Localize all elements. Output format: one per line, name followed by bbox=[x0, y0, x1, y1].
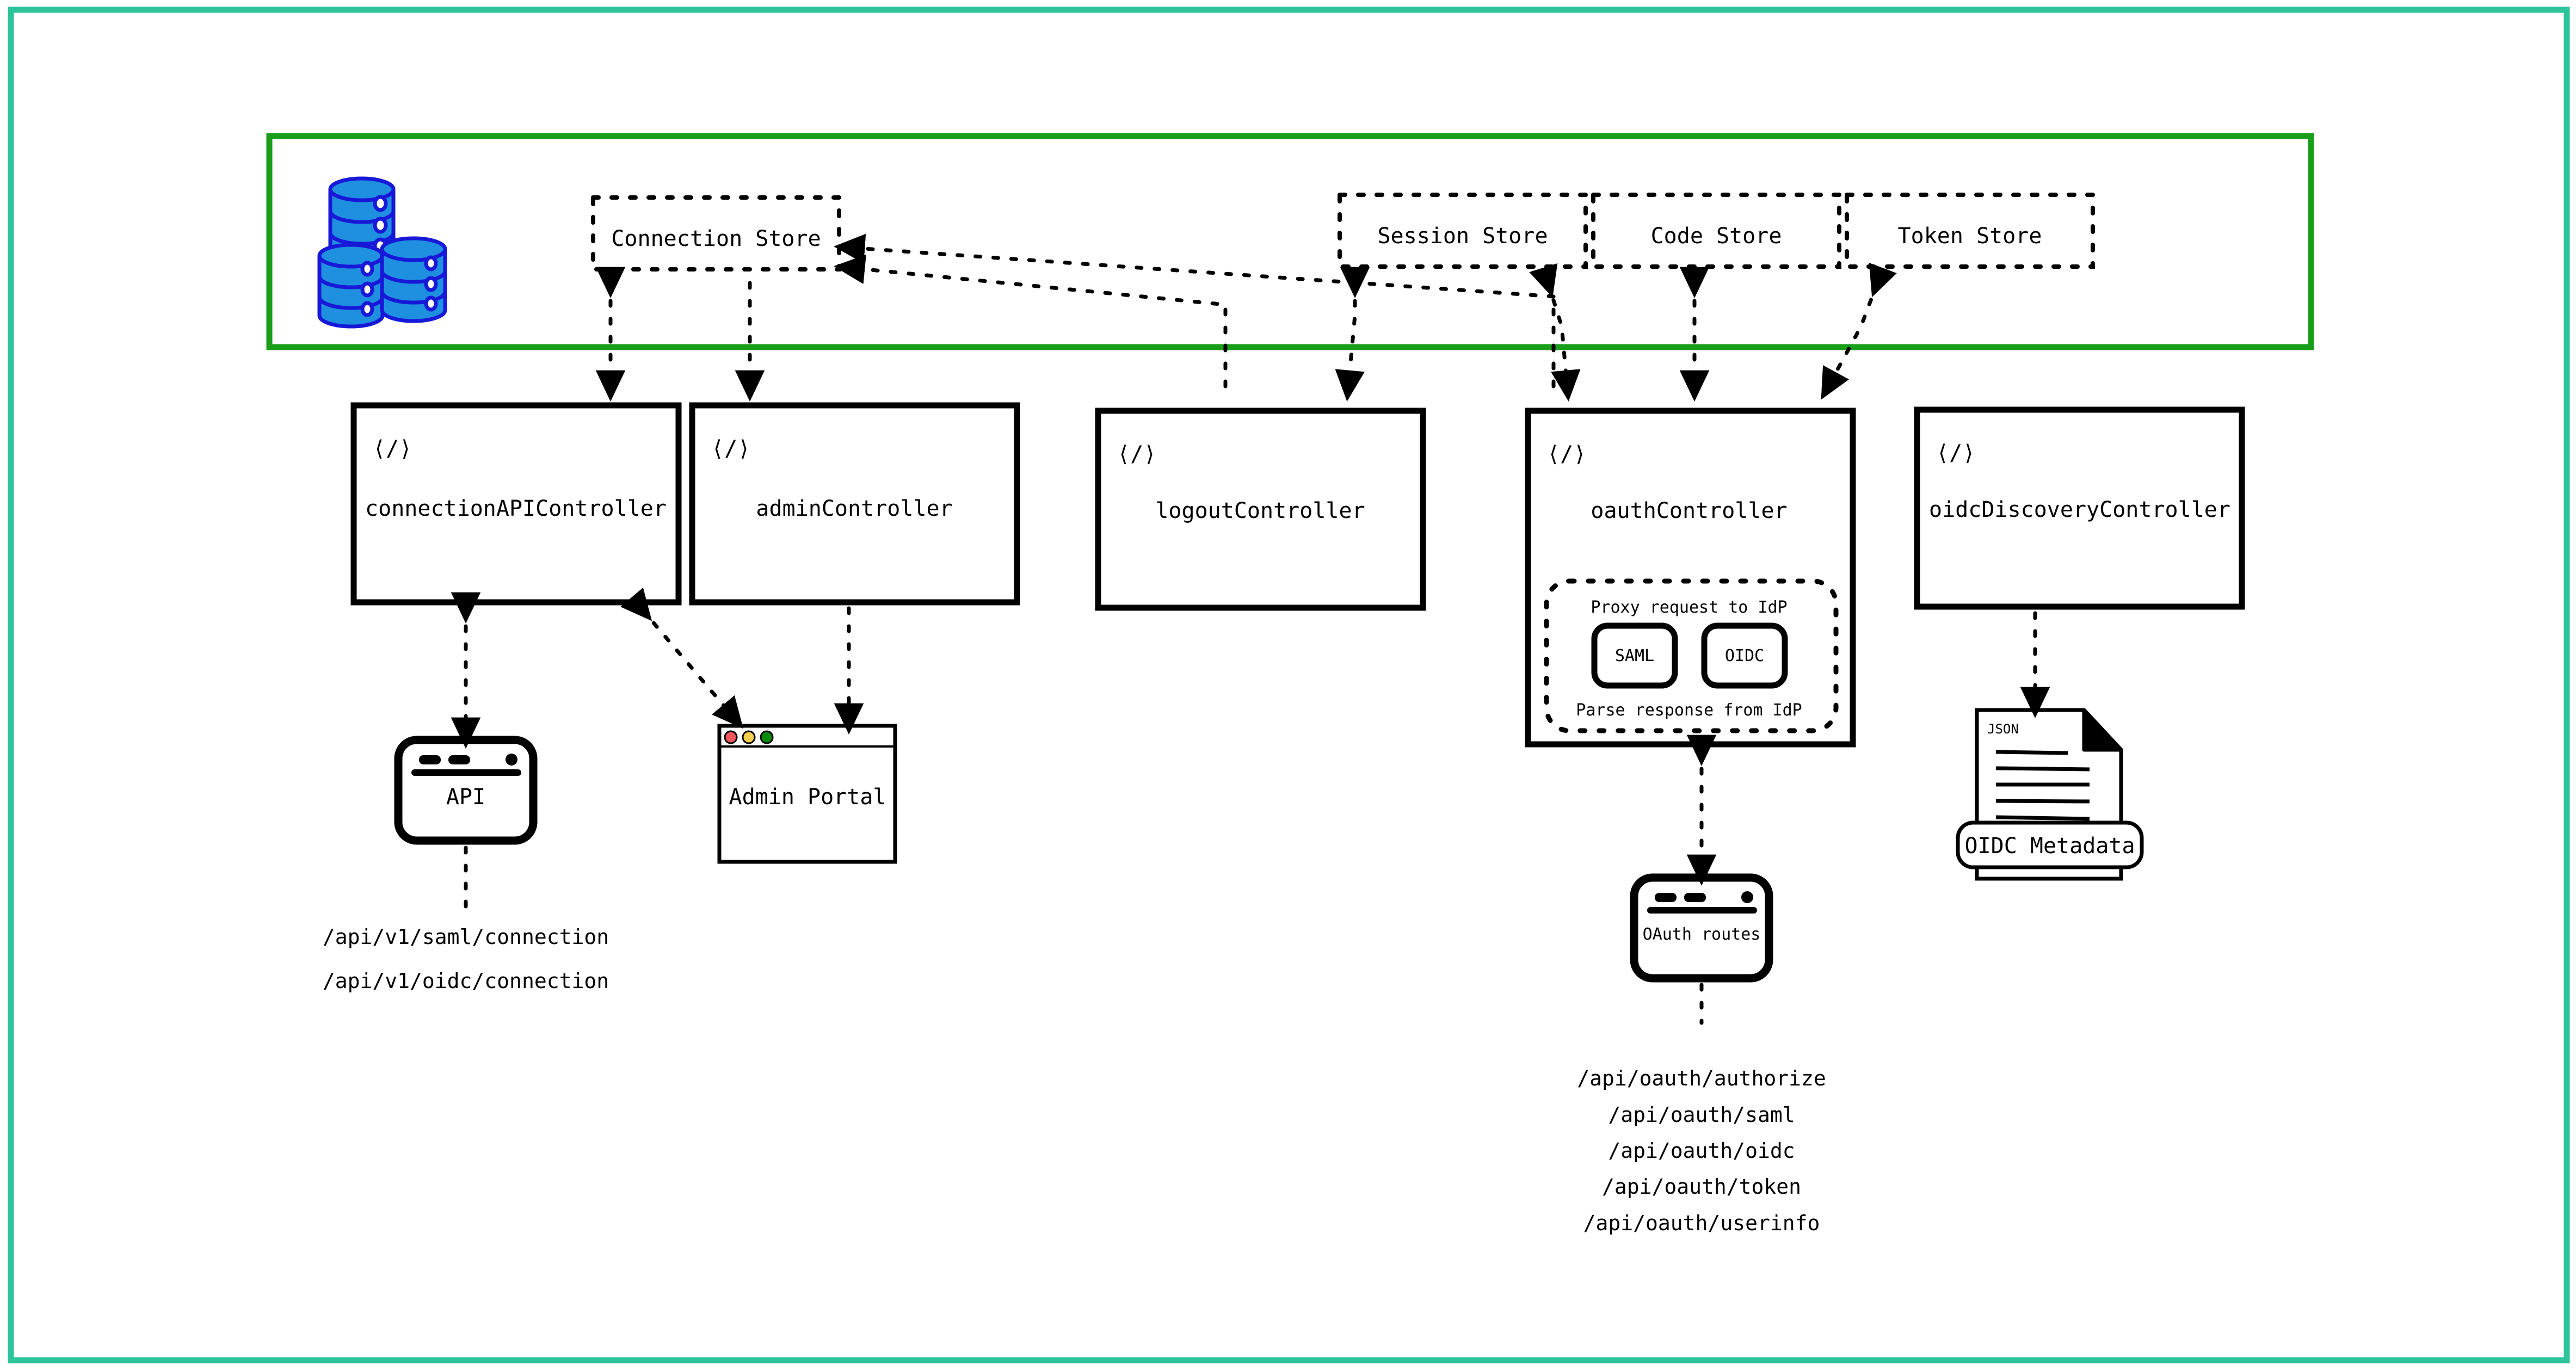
edge-tokenstore-oauth bbox=[1821, 262, 1897, 400]
endpoint-oauth-authorize: /api/oauth/authorize bbox=[1577, 1066, 1826, 1090]
code-store-box[interactable] bbox=[1591, 193, 1841, 269]
connection-store-box[interactable] bbox=[591, 195, 841, 271]
endpoint-oidc-connection: /api/v1/oidc/connection bbox=[323, 969, 609, 993]
oidc-metadata-label-box bbox=[1956, 820, 2144, 869]
code-icon: ⟨/⟩ bbox=[711, 436, 750, 461]
outer-frame bbox=[8, 7, 2570, 1363]
edge-oauth-connstore bbox=[834, 233, 1556, 388]
oauth-routes-dot bbox=[1741, 891, 1753, 903]
admin-portal-window[interactable] bbox=[717, 724, 897, 864]
oidc-pill-box[interactable] bbox=[1701, 622, 1788, 689]
oidc-discovery-controller-label: oidcDiscoveryController bbox=[1929, 497, 2230, 522]
code-store-label: Code Store bbox=[1651, 224, 1782, 249]
edge-connapi-adminportal bbox=[620, 587, 744, 729]
logout-controller-box[interactable] bbox=[1095, 408, 1426, 611]
api-window-label: API bbox=[446, 785, 485, 810]
code-icon: ⟨/⟩ bbox=[1117, 442, 1156, 467]
oauth-controller-label: oauthController bbox=[1591, 498, 1787, 523]
admin-controller-label: adminController bbox=[756, 496, 952, 521]
minimize-dot[interactable] bbox=[742, 730, 756, 744]
session-store-label: Session Store bbox=[1377, 224, 1548, 249]
json-badge-label: JSON bbox=[1987, 721, 2019, 737]
oidc-pill-label: OIDC bbox=[1725, 646, 1764, 665]
saml-pill-label: SAML bbox=[1615, 646, 1654, 665]
saml-pill-box[interactable] bbox=[1591, 622, 1678, 689]
proxy-request-label: Proxy request to IdP bbox=[1591, 598, 1787, 617]
connection-api-controller-label: connectionAPIController bbox=[365, 496, 667, 521]
edge-sessionstore-logout bbox=[1335, 267, 1370, 402]
datastore-group-box bbox=[266, 133, 2314, 350]
oauth-routes-tab-2 bbox=[1684, 893, 1706, 902]
idp-proxy-box bbox=[1544, 578, 1839, 733]
session-store-box[interactable] bbox=[1338, 193, 1588, 269]
endpoint-oauth-token: /api/oauth/token bbox=[1602, 1175, 1801, 1199]
oidc-discovery-controller-box[interactable] bbox=[1914, 406, 2245, 610]
endpoint-oauth-userinfo: /api/oauth/userinfo bbox=[1583, 1211, 1820, 1235]
token-store-box[interactable] bbox=[1845, 193, 2095, 269]
oidc-metadata-label: OIDC Metadata bbox=[1964, 834, 2135, 859]
parse-response-label: Parse response from IdP bbox=[1576, 701, 1802, 720]
api-window-tab-2 bbox=[448, 755, 470, 764]
oauth-routes-tab-1 bbox=[1655, 893, 1677, 902]
edge-logout-connstore bbox=[834, 254, 1228, 388]
admin-portal-label: Admin Portal bbox=[729, 785, 886, 810]
logout-controller-label: logoutController bbox=[1155, 498, 1365, 523]
code-icon: ⟨/⟩ bbox=[373, 436, 412, 461]
api-window-tab-1 bbox=[419, 755, 441, 764]
endpoint-oauth-oidc: /api/oauth/oidc bbox=[1608, 1139, 1795, 1163]
token-store-label: Token Store bbox=[1898, 224, 2042, 249]
code-icon: ⟨/⟩ bbox=[1547, 442, 1586, 467]
database-cylinders-icon bbox=[317, 176, 447, 329]
close-dot[interactable] bbox=[724, 730, 738, 744]
endpoint-oauth-saml: /api/oauth/saml bbox=[1608, 1103, 1795, 1127]
oauth-routes-label: OAuth routes bbox=[1643, 925, 1761, 944]
connection-store-label: Connection Store bbox=[611, 226, 821, 251]
connection-api-controller-box[interactable] bbox=[350, 402, 682, 606]
api-window-dot bbox=[506, 754, 517, 766]
endpoint-saml-connection: /api/v1/saml/connection bbox=[323, 925, 609, 949]
code-icon: ⟨/⟩ bbox=[1936, 441, 1975, 466]
maximize-dot[interactable] bbox=[760, 730, 774, 744]
admin-controller-box[interactable] bbox=[689, 402, 1020, 606]
edge-sessionstore-oauth bbox=[1529, 263, 1581, 402]
